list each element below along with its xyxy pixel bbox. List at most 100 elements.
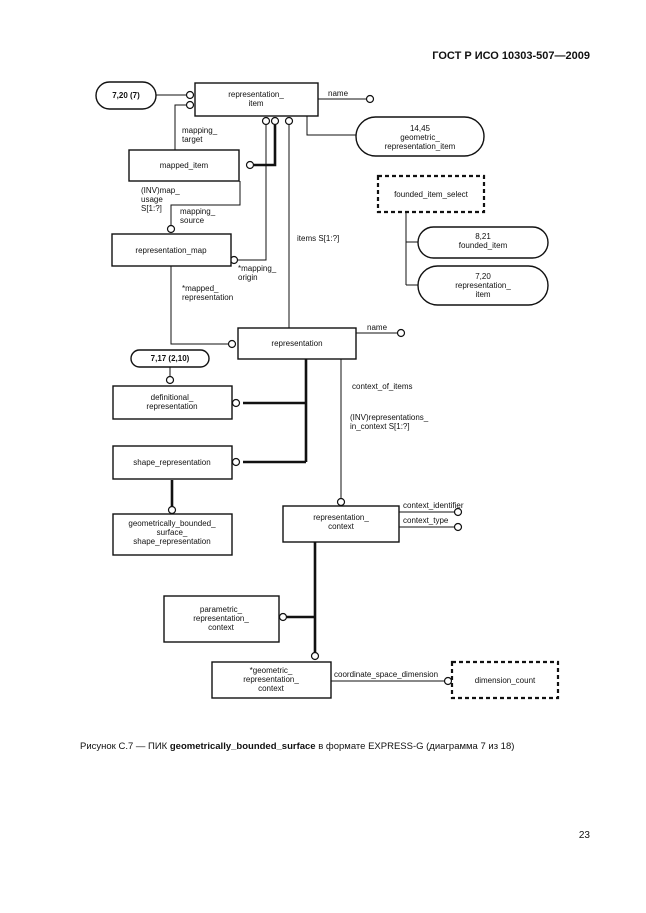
label-context-of-items: context_of_items xyxy=(352,382,412,391)
circle-gbs-shape-representation xyxy=(167,505,177,515)
label-geometric-representation-context-line: context xyxy=(258,684,285,693)
line-mapping-origin xyxy=(238,125,267,261)
circle-ref-7-17 xyxy=(165,375,175,385)
label-context-identifier-line: context_identifier xyxy=(403,501,464,510)
entity-parametric-representation-context xyxy=(163,595,280,643)
line-mapped-item-subtype xyxy=(254,125,277,167)
label-mapped-item: mapped_item xyxy=(160,161,209,170)
label-inv-map-usage-line: S[1:?] xyxy=(141,204,162,213)
label-context-type-line: context_type xyxy=(403,516,449,525)
caption-suffix: в формате EXPRESS-G (диаграмма 7 из 18) xyxy=(315,741,515,752)
label-coordinate-space-dimension-line: coordinate_space_dimension xyxy=(334,670,438,679)
label-inv-representations-in-context-line: in_context S[1:?] xyxy=(350,422,410,431)
label-gbs-shape-representation: geometrically_bounded_surface_shape_repr… xyxy=(128,519,216,546)
label-ref-7-20-right-line: item xyxy=(475,290,490,299)
label-parametric-representation-context: parametric_representation_context xyxy=(193,605,249,632)
label-dimension-count: dimension_count xyxy=(475,676,536,685)
type-founded-item-select xyxy=(376,174,486,214)
label-gbs-shape-representation-line: surface_ xyxy=(157,528,188,537)
page-number: 23 xyxy=(578,830,590,841)
label-representation-context-line: representation_ xyxy=(313,513,369,522)
line-representation-subtypes xyxy=(243,359,308,464)
label-geometric-representation-context-line: *geometric_ xyxy=(250,666,293,675)
entity-representation-context xyxy=(282,505,400,543)
label-founded-item-select: founded_item_select xyxy=(394,190,469,199)
label-inv-representations-in-context-line: (INV)representations_ xyxy=(350,413,429,422)
label-ref-7-20-right-line: 7,20 xyxy=(475,272,491,281)
label-shape-representation: shape_representation xyxy=(133,458,210,467)
circle-name-top xyxy=(365,94,375,104)
ref-14-45 xyxy=(355,116,485,157)
label-ref-7-20-right-line: representation_ xyxy=(455,281,511,290)
circle-geometric-representation-context xyxy=(310,651,320,661)
entity-gbs-shape-representation xyxy=(112,513,233,556)
circle-mapping-origin xyxy=(261,116,271,126)
circle-name-representation xyxy=(396,328,406,338)
relationship-circles xyxy=(165,90,463,686)
label-inv-map-usage-line: (INV)map_ xyxy=(141,186,180,195)
line-context-attributes xyxy=(399,511,454,528)
entity-representation-item xyxy=(194,82,319,117)
entity-mapped-item xyxy=(128,149,240,182)
label-representation-line: representation xyxy=(271,339,322,348)
label-mapped-representation-line: representation xyxy=(182,293,233,302)
caption-prefix: Рисунок С.7 — ПИК xyxy=(80,741,170,752)
label-inv-map-usage-line: usage xyxy=(141,195,163,204)
label-name-top-line: name xyxy=(328,89,349,98)
label-representation-context-line: context xyxy=(328,522,355,531)
circle-mapped-item-subtype xyxy=(270,116,280,126)
circle-items xyxy=(284,116,294,126)
label-mapped-representation: *mapped_representation xyxy=(182,284,233,302)
circle-mapping-target xyxy=(185,100,195,110)
ref-7-17 xyxy=(130,349,210,368)
label-items-line: items S[1:?] xyxy=(297,234,339,243)
label-mapped-item-line: mapped_item xyxy=(160,161,209,170)
label-mapping-target: mapping_target xyxy=(182,126,218,144)
label-shape-representation-line: shape_representation xyxy=(133,458,210,467)
label-ref-7-20-top-line: 7,20 (7) xyxy=(112,91,140,100)
label-mapping-source: mapping_source xyxy=(180,207,216,225)
label-representation-item-line: representation_ xyxy=(228,90,284,99)
ref-7-20-right xyxy=(417,265,549,306)
connector-lines xyxy=(156,94,454,682)
circle-map-usage xyxy=(166,224,176,234)
label-representation-map: representation_map xyxy=(135,246,207,255)
label-ref-7-17: 7,17 (2,10) xyxy=(151,354,190,363)
label-name-representation-line: name xyxy=(367,323,388,332)
label-mapping-source-line: mapping_ xyxy=(180,207,216,216)
label-representation-item: representation_item xyxy=(228,90,284,108)
entity-shape-representation xyxy=(112,445,233,480)
circle-context-type xyxy=(453,522,463,532)
label-founded-item-select-line: founded_item_select xyxy=(394,190,469,199)
label-definitional-representation-line: representation xyxy=(146,402,197,411)
line-mapping-target xyxy=(174,104,187,150)
label-parametric-representation-context-line: representation_ xyxy=(193,614,249,623)
page-header: ГОСТ Р ИСО 10303-507—2009 xyxy=(432,50,590,62)
label-representation-map-line: representation_map xyxy=(135,246,207,255)
label-mapping-origin-line: origin xyxy=(238,273,258,282)
ref-7-20-top xyxy=(95,81,157,110)
label-mapping-target-line: target xyxy=(182,135,203,144)
ref-8-21 xyxy=(417,226,549,259)
circle-mapped-representation xyxy=(227,339,237,349)
label-parametric-representation-context-line: parametric_ xyxy=(200,605,243,614)
figure-caption: Рисунок С.7 — ПИК geometrically_bounded_… xyxy=(80,741,600,752)
line-geometric-representation-item xyxy=(306,111,356,136)
circle-ref-7-20 xyxy=(185,90,195,100)
label-context-type: context_type xyxy=(403,516,449,525)
label-dimension-count-line: dimension_count xyxy=(475,676,536,685)
entity-representation xyxy=(237,327,357,360)
circle-mapped-item xyxy=(245,160,255,170)
entity-geometric-representation-context xyxy=(211,661,332,699)
line-map-usage xyxy=(170,181,241,225)
label-geometric-representation-context-line: representation_ xyxy=(243,675,299,684)
type-dimension-count xyxy=(450,660,560,700)
circle-definitional-representation xyxy=(231,398,241,408)
label-ref-8-21-line: founded_item xyxy=(459,241,508,250)
caption-entity-name: geometrically_bounded_surface xyxy=(169,741,316,752)
line-mapped-representation xyxy=(170,262,228,345)
